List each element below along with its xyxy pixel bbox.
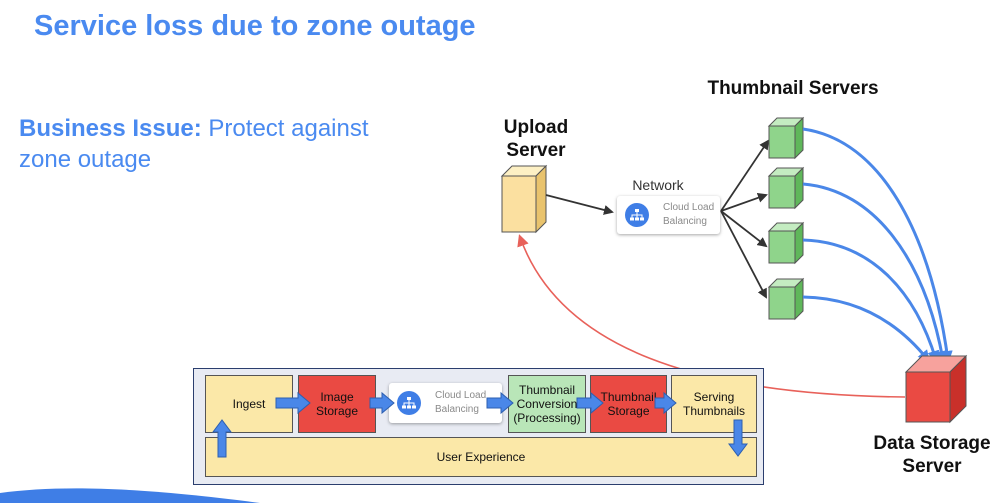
thumbnail-servers-label: Thumbnail Servers (707, 78, 879, 99)
thumbnail-server-icon (767, 166, 805, 210)
load-balancer-line2: Balancing (435, 404, 479, 415)
business-issue-text: Protect against zone outage (19, 115, 369, 173)
load-balancer-text: Cloud Load Balancing (663, 201, 714, 229)
load-balancer-text: Cloud Load Balancing (435, 389, 486, 417)
pipeline-image-storage: Image Storage (298, 375, 376, 433)
pipeline-user-experience: User Experience (205, 437, 757, 477)
business-issue-label: Business Issue: (19, 115, 202, 142)
slide-title: Service loss due to zone outage (34, 10, 476, 42)
upload-server-label: Upload Server (503, 117, 569, 161)
lb-to-thumbnail-arrows (720, 139, 770, 299)
thumbnail-server-icon (767, 116, 805, 160)
load-balancer-line1: Cloud Load (435, 390, 487, 401)
load-balancer-icon (397, 391, 421, 415)
network-load-balancer-card: Cloud Load Balancing (617, 196, 720, 234)
decorative-swoosh (0, 488, 260, 503)
pipeline-thumbnail-storage: Thumbnail Storage (590, 375, 667, 433)
pipeline-ingest: Ingest (205, 375, 293, 433)
thumbnail-server-icon (767, 221, 805, 265)
pipeline-load-balancer-card: Cloud Load Balancing (389, 383, 502, 423)
data-storage-server-label: Data Storage Server (873, 433, 991, 477)
load-balancer-icon (625, 203, 649, 227)
load-balancer-line2: Balancing (663, 216, 707, 227)
pipeline-serving-thumbnails: Serving Thumbnails (671, 375, 757, 433)
upload-server-icon (500, 164, 548, 234)
data-storage-server-icon (904, 354, 968, 424)
load-balancer-line1: Cloud Load (663, 202, 715, 213)
thumbnail-to-storage-arrows (802, 127, 953, 363)
upload-to-network-arrow (545, 194, 614, 215)
network-label: Network (632, 177, 684, 193)
pipeline-thumbnail-conversion: Thumbnail Conversion (Processing) (508, 375, 586, 433)
thumbnail-server-icon (767, 277, 805, 321)
business-issue: Business Issue: Protect against zone out… (19, 113, 399, 175)
storage-to-upload-arrow (517, 234, 906, 398)
